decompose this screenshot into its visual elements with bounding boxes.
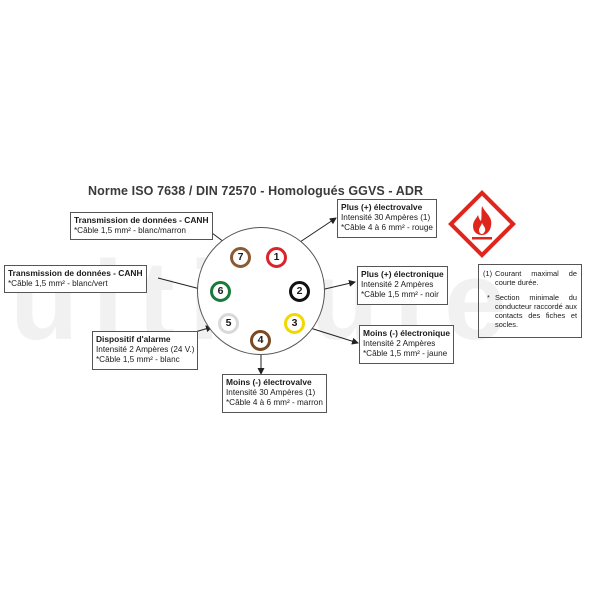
label-pin-6: Transmission de données - CANH *Câble 1,… bbox=[4, 265, 147, 293]
label-line: Intensité 2 Ampères bbox=[361, 279, 434, 289]
pin-number: 3 bbox=[291, 317, 298, 329]
label-line: Intensité 2 Ampères bbox=[363, 338, 436, 348]
pin-5: 5 bbox=[218, 313, 239, 334]
pin-number: 5 bbox=[225, 317, 232, 329]
label-line: Intensité 2 Ampères (24 V.) bbox=[96, 344, 195, 354]
label-pin-7: Transmission de données - CANH *Câble 1,… bbox=[70, 212, 213, 240]
pin-number: 7 bbox=[237, 251, 244, 263]
label-head: Transmission de données - CANH bbox=[74, 215, 209, 225]
pin-6: 6 bbox=[210, 281, 231, 302]
pin-2: 2 bbox=[289, 281, 310, 302]
label-pin-3: Moins (-) électronique Intensité 2 Ampèr… bbox=[359, 325, 455, 364]
pin-3: 3 bbox=[284, 313, 305, 334]
label-line: *Câble 1,5 mm² - blanc bbox=[96, 355, 180, 364]
label-pin-4: Moins (-) électrovalve Intensité 30 Ampè… bbox=[222, 374, 327, 413]
label-line: *Câble 1,5 mm² - jaune bbox=[363, 349, 448, 358]
label-line: *Câble 1,5 mm² - blanc/vert bbox=[8, 278, 108, 288]
footnote-text: Section minimale du conducteur raccordé … bbox=[495, 293, 577, 329]
label-pin-2: Plus (+) électronique Intensité 2 Ampère… bbox=[357, 266, 448, 305]
label-line: *Câble 1,5 mm² - blanc/marron bbox=[74, 225, 186, 235]
label-pin-1: Plus (+) électrovalve Intensité 30 Ampèr… bbox=[337, 199, 437, 238]
pin-1: 1 bbox=[266, 247, 287, 268]
footnote-text: Courant maximal de courte durée. bbox=[495, 269, 577, 287]
label-pin-5: Dispositif d'alarme Intensité 2 Ampères … bbox=[92, 331, 199, 370]
label-line: *Câble 4 à 6 mm² - marron bbox=[226, 398, 323, 407]
label-line: *Câble 1,5 mm² - noir bbox=[361, 290, 439, 299]
pin-7: 7 bbox=[230, 247, 251, 268]
flammable-hazard-icon bbox=[448, 190, 516, 258]
label-head: Moins (-) électrovalve bbox=[226, 377, 312, 387]
pin-number: 6 bbox=[217, 285, 224, 297]
label-line: *Câble 4 à 6 mm² - rouge bbox=[341, 223, 433, 232]
diagram-title: Norme ISO 7638 / DIN 72570 - Homologués … bbox=[88, 184, 424, 198]
label-head: Plus (+) électronique bbox=[361, 269, 444, 279]
label-head: Dispositif d'alarme bbox=[96, 334, 171, 344]
pin-number: 1 bbox=[273, 251, 280, 263]
label-line: Intensité 30 Ampères (1) bbox=[226, 387, 316, 397]
footnote: (1) Courant maximal de courte durée. bbox=[483, 269, 577, 287]
footnote: * Section minimale du conducteur raccord… bbox=[483, 293, 577, 329]
footnote-mark: (1) bbox=[483, 269, 493, 278]
pin-number: 4 bbox=[257, 334, 264, 346]
pin-number: 2 bbox=[296, 285, 303, 297]
footnotes-box: (1) Courant maximal de courte durée. * S… bbox=[478, 264, 582, 338]
label-head: Transmission de données - CANH bbox=[8, 268, 143, 278]
label-line: Intensité 30 Ampères (1) bbox=[341, 212, 431, 222]
label-head: Moins (-) électronique bbox=[363, 328, 451, 338]
pin-4: 4 bbox=[250, 330, 271, 351]
label-head: Plus (+) électrovalve bbox=[341, 202, 423, 212]
footnote-mark: * bbox=[487, 293, 490, 302]
